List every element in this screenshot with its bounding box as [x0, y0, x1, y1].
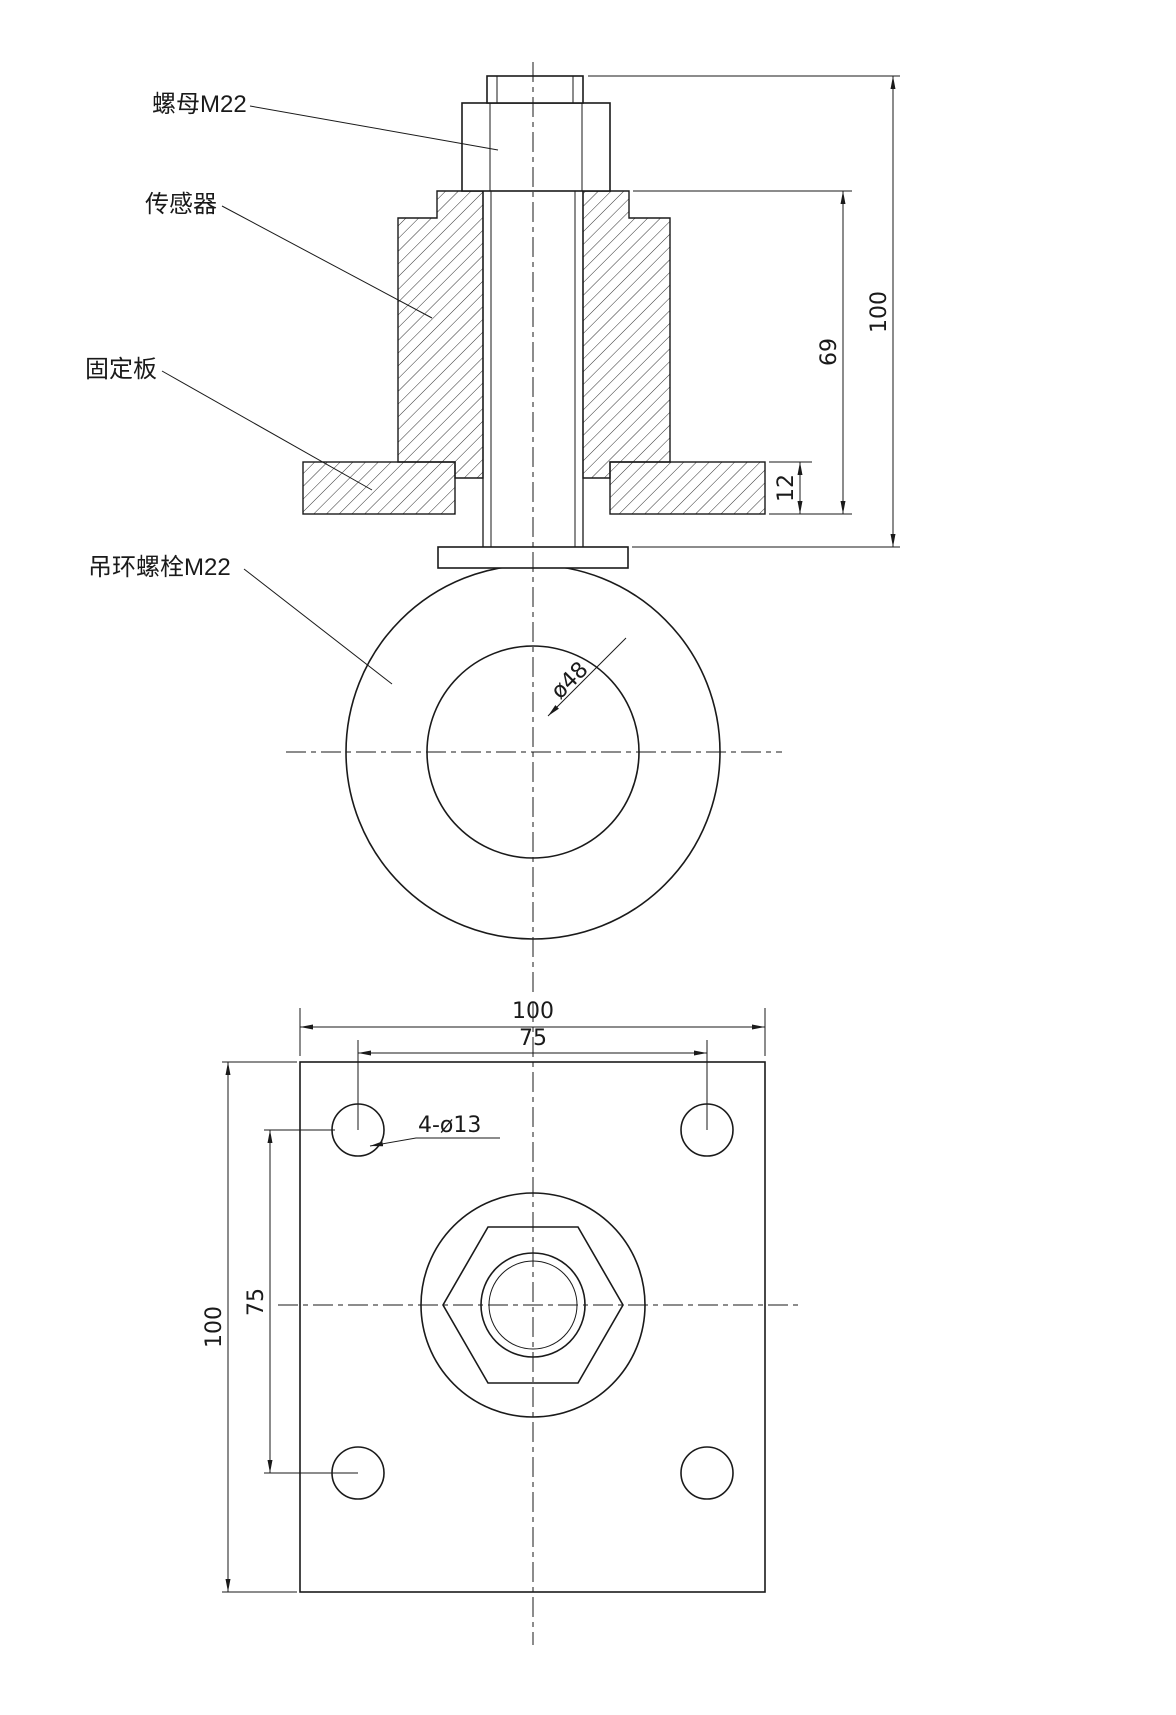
callout-corner-holes: 4-ø13	[418, 1113, 481, 1138]
inner-diameter-leader-line	[547, 637, 627, 717]
label-eyebolt: 吊环螺栓M22	[88, 554, 231, 581]
bolt-tip	[486, 75, 584, 104]
dim-plan-width: 100	[512, 999, 554, 1024]
front-dimensions: 100 69 12 ø48	[547, 75, 900, 717]
label-sensor: 传感器	[145, 191, 217, 218]
mount-hole-bottom-right	[680, 1446, 734, 1500]
part-labels: 螺母M22 传感器 固定板 吊环螺栓M22	[85, 91, 499, 685]
sensor-leader-line	[221, 205, 433, 319]
centerlines	[278, 62, 800, 1645]
dim-plan-hole-span-h: 75	[519, 1026, 547, 1051]
fixing-plate-left-section	[302, 461, 456, 515]
fixing-plate-right-section	[609, 461, 766, 515]
sensor-right-section	[582, 190, 671, 479]
dim-sensor-height: 69	[817, 338, 842, 366]
nut-m22-body	[461, 102, 611, 192]
label-nut: 螺母M22	[152, 91, 247, 118]
dim-plan-hole-span-v: 75	[244, 1288, 269, 1316]
dim-plan-height: 100	[202, 1306, 227, 1348]
label-plate: 固定板	[85, 356, 157, 383]
front-view	[302, 75, 766, 940]
plate-leader-line	[161, 370, 373, 491]
plan-dimensions: 100 75 100 75 4-ø13	[202, 999, 766, 1593]
dim-front-total-height: 100	[867, 291, 892, 333]
eyebolt-leader-line	[243, 568, 393, 685]
sensor-left-section	[397, 190, 484, 479]
dim-plate-thickness: 12	[774, 474, 799, 502]
corner-holes-leader-line	[369, 1137, 500, 1147]
nut-leader-line	[249, 105, 499, 151]
